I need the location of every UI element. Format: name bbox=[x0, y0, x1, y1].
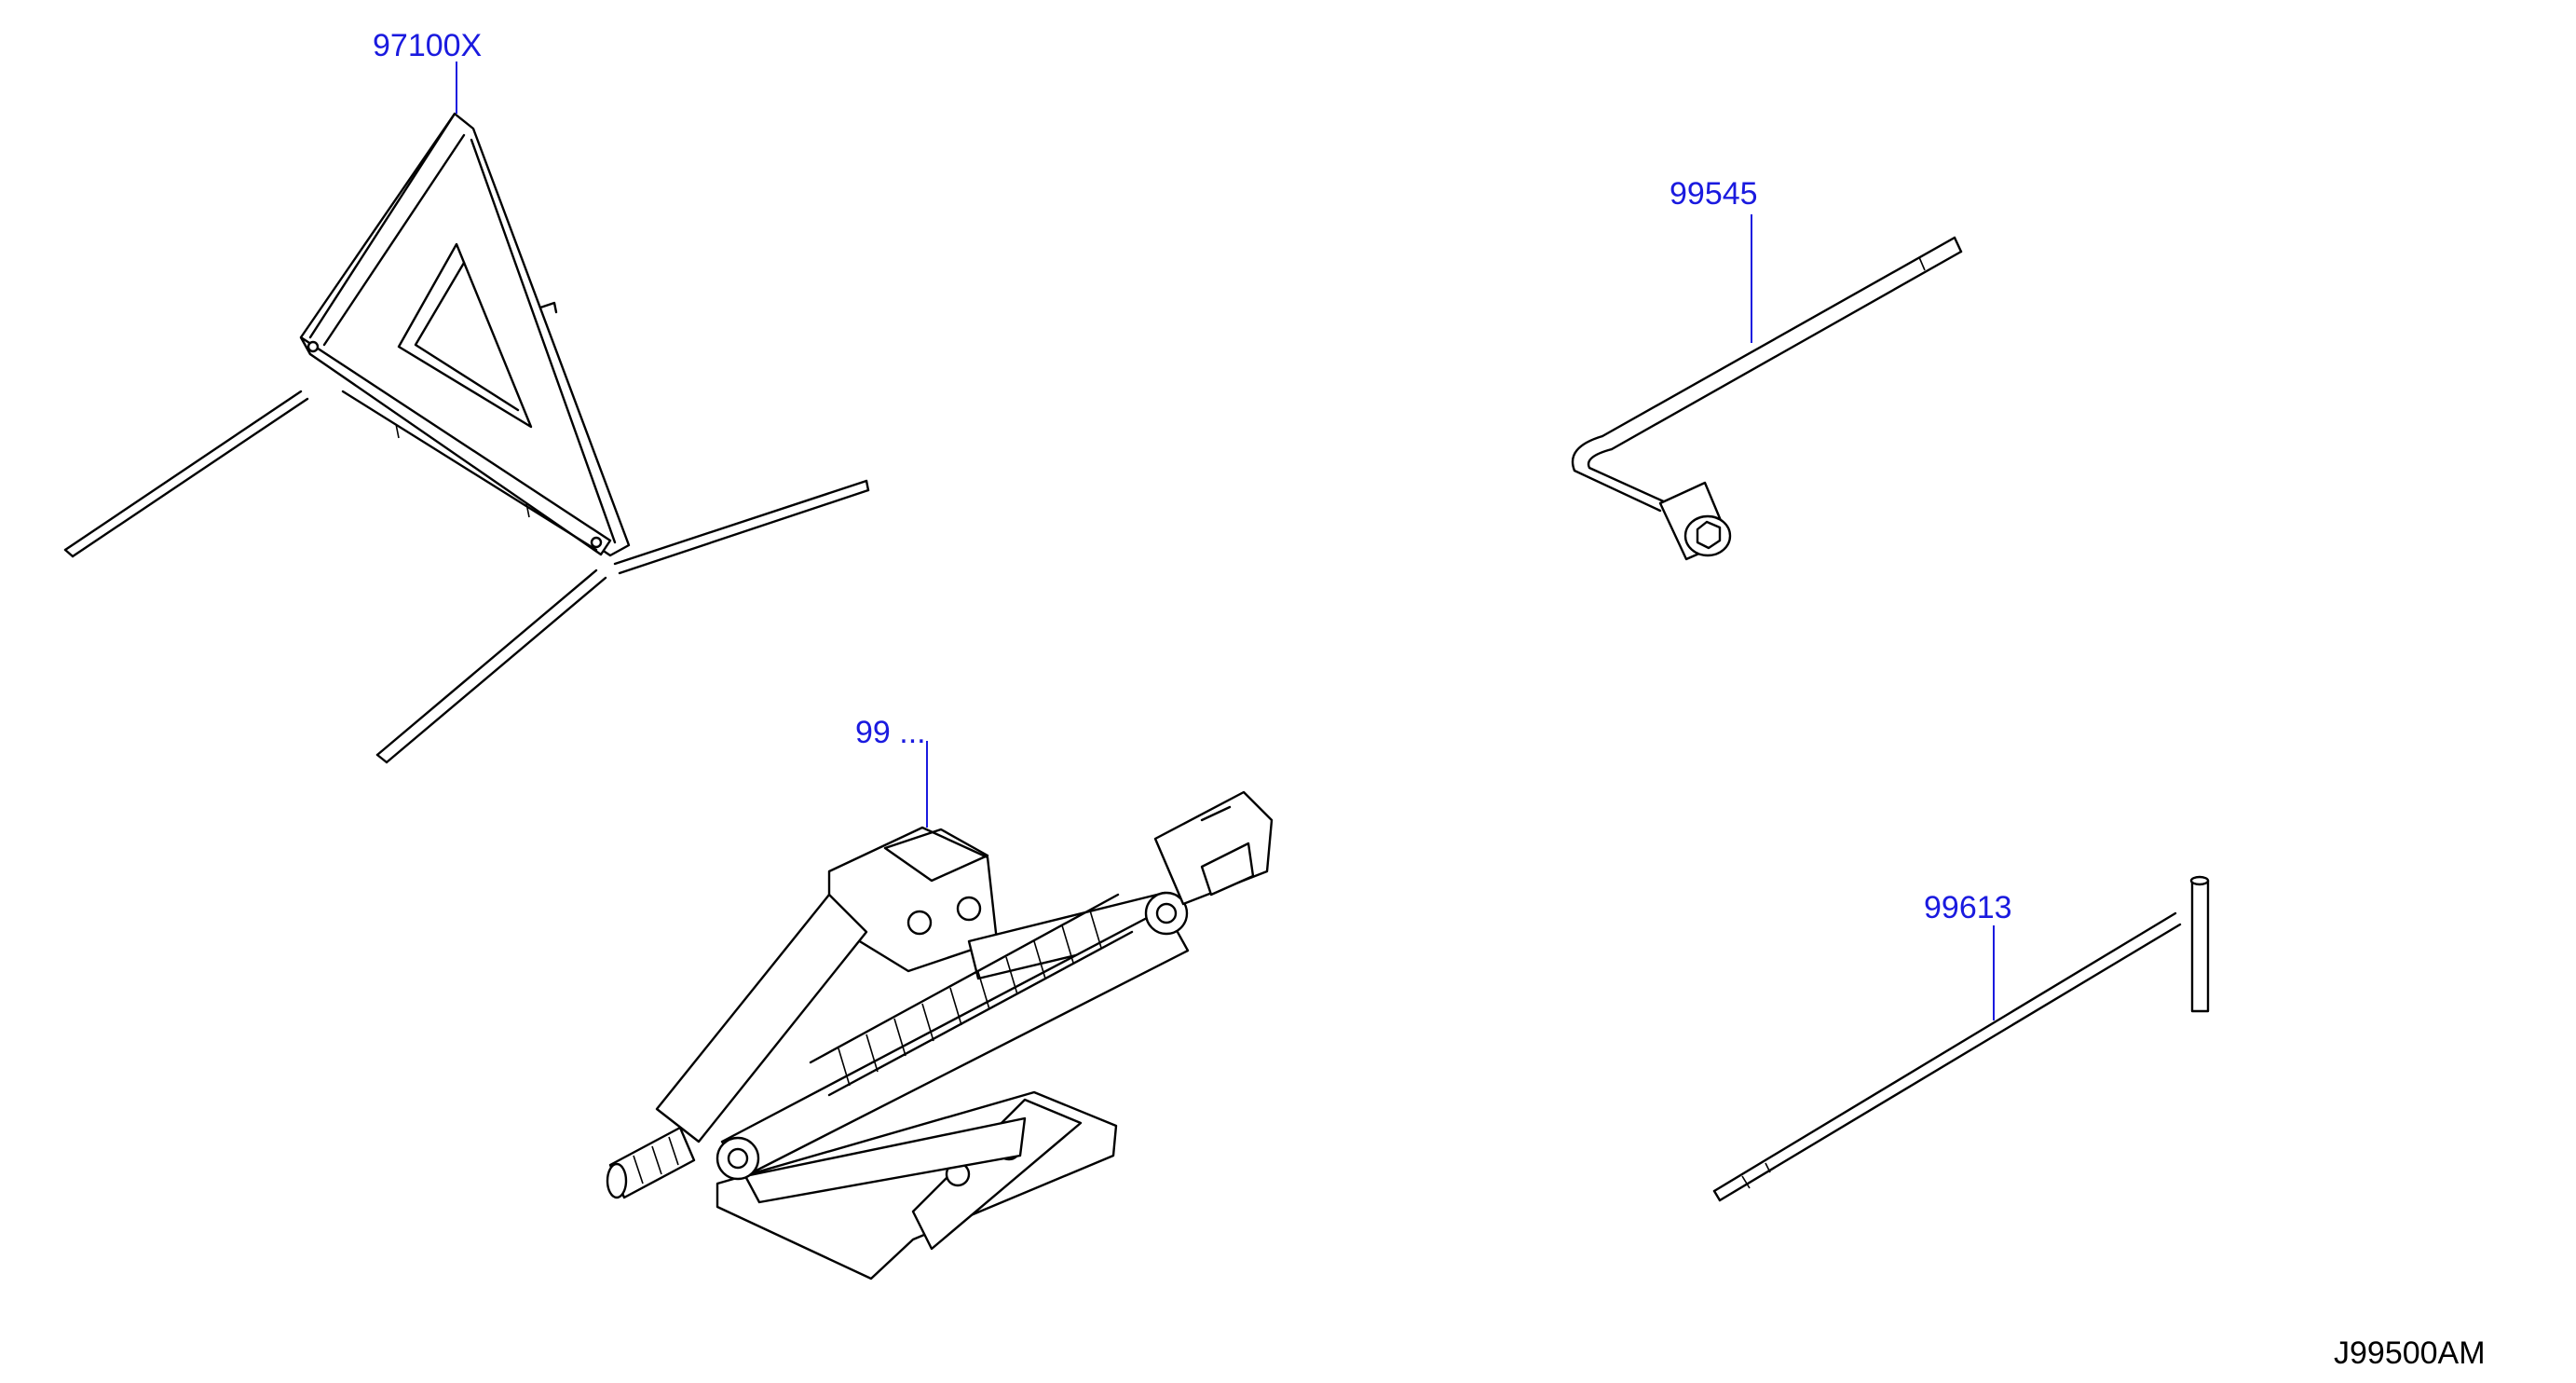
callout-label-jack-handle[interactable]: 99613 bbox=[1924, 890, 2012, 925]
jack-screw-thread bbox=[809, 893, 1134, 1097]
callout-label-jack[interactable]: 99 ... bbox=[855, 715, 926, 750]
warning-triangle-part[interactable] bbox=[63, 112, 870, 764]
diagram-code: J99500AM bbox=[2334, 1335, 2486, 1371]
wheel-nut-wrench-part[interactable] bbox=[1571, 236, 1963, 561]
callout-label-wrench[interactable]: 99545 bbox=[1670, 176, 1758, 212]
jack-handle-part[interactable] bbox=[1712, 875, 2210, 1202]
callout-label-triangle[interactable]: 97100X bbox=[373, 28, 482, 63]
scissor-jack-part[interactable] bbox=[606, 790, 1274, 1280]
